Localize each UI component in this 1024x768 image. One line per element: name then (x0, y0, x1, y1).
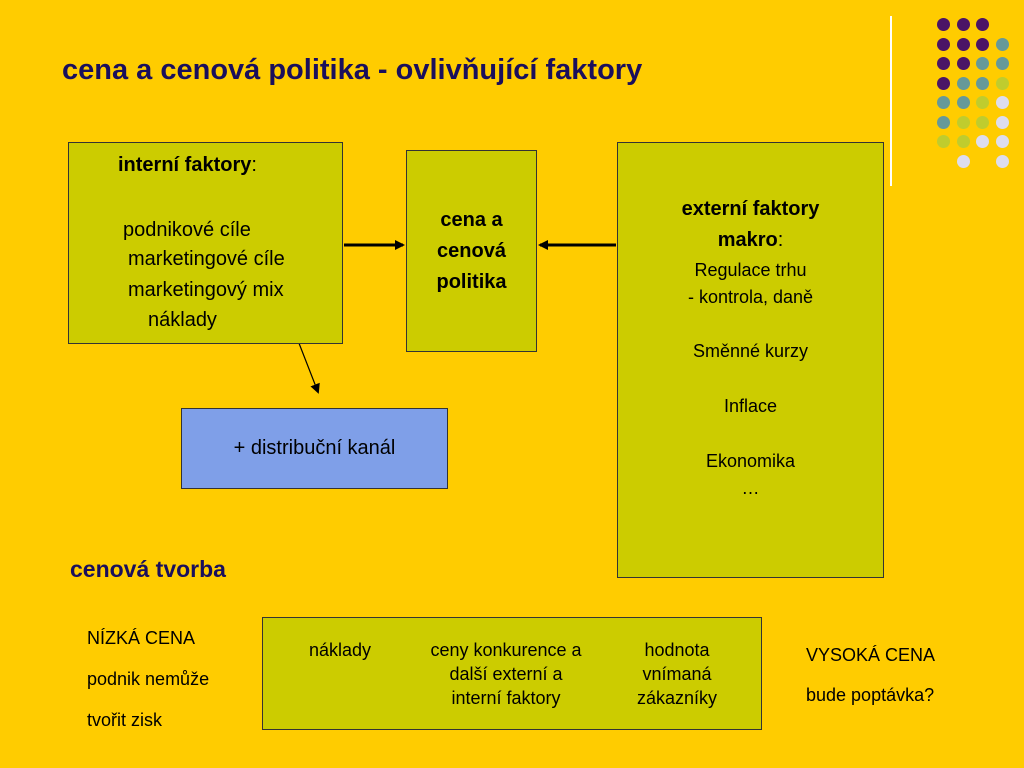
external-item-exchange-rates: Směnné kurzy (692, 341, 809, 361)
price-factor-customer-value: hodnota vnímaná zákazníky (636, 640, 718, 708)
external-item-inflation: Inflace (723, 396, 778, 416)
decorative-dot (937, 37, 950, 51)
decorative-dot (937, 135, 950, 148)
decorative-divider-line (890, 16, 892, 186)
decorative-dot (937, 96, 950, 109)
decorative-dot (937, 18, 950, 31)
external-factors-box (617, 142, 884, 578)
decorative-dot (995, 115, 1009, 129)
decorative-dot (995, 135, 1009, 148)
decorative-dot (995, 96, 1009, 109)
internal-item-marketing-mix: marketingový mix (128, 279, 284, 301)
decorative-dot (976, 37, 989, 51)
high-price-label: VYSOKÁ CENA (806, 645, 936, 665)
internal-item-costs: náklady (148, 309, 217, 331)
external-item-economy: Ekonomika (705, 451, 796, 471)
price-factor-costs: náklady (308, 640, 372, 660)
decorative-dot (995, 57, 1009, 70)
price-policy-line-3: politika (436, 271, 507, 293)
external-factors-heading-2: makro: (717, 229, 784, 251)
decorative-dot (976, 135, 989, 148)
external-item-control: - kontrola, daně (687, 287, 814, 307)
price-policy-line-1: cena a (440, 209, 503, 231)
decorative-dot (995, 154, 1009, 168)
distribution-channel-label: + distribuční kanál (233, 437, 396, 459)
decorative-dot (956, 96, 970, 109)
slide-title: cena a cenová politika - ovlivňující fak… (62, 54, 643, 86)
price-factor-competition: ceny konkurence a další externí a intern… (430, 640, 582, 708)
internal-factors-heading: interní faktory: (118, 154, 257, 176)
decorative-dot (937, 115, 950, 129)
decorative-dot (995, 76, 1009, 90)
decorative-dot (956, 37, 970, 51)
internal-item-marketing-goals: marketingové cíle (128, 248, 285, 270)
decorative-dot (956, 115, 970, 129)
internal-factors-box (68, 142, 343, 344)
external-item-regulation: Regulace trhu (694, 260, 807, 280)
decorative-dot (956, 57, 970, 70)
price-policy-box (406, 150, 537, 352)
high-price-text: bude poptávka? (806, 685, 935, 705)
decorative-dot (976, 57, 989, 70)
price-policy-line-2: cenová (437, 240, 506, 262)
low-price-text-1: podnik nemůže (87, 669, 210, 689)
distribution-channel-box (181, 408, 448, 489)
internal-item-goals: podnikové cíle (123, 219, 251, 241)
decorative-dot (937, 57, 950, 70)
decorative-dot (956, 76, 970, 90)
price-factors-box (262, 617, 762, 730)
decorative-dot (956, 135, 970, 148)
decorative-dot (995, 37, 1009, 51)
low-price-label: NÍZKÁ CENA (87, 628, 196, 648)
decorative-dot (937, 76, 950, 90)
decorative-dot (976, 18, 989, 31)
external-factors-heading-1: externí faktory (681, 198, 820, 220)
decorative-dot (976, 115, 989, 129)
pricing-heading: cenová tvorba (70, 556, 226, 582)
decorative-dot (956, 154, 970, 168)
external-item-ellipsis: … (741, 478, 760, 498)
decorative-dot (976, 76, 989, 90)
decorative-dot-grid (0, 0, 1024, 200)
decorative-dot (976, 96, 989, 109)
low-price-text-2: tvořit zisk (87, 710, 163, 730)
decorative-dot (956, 18, 970, 31)
